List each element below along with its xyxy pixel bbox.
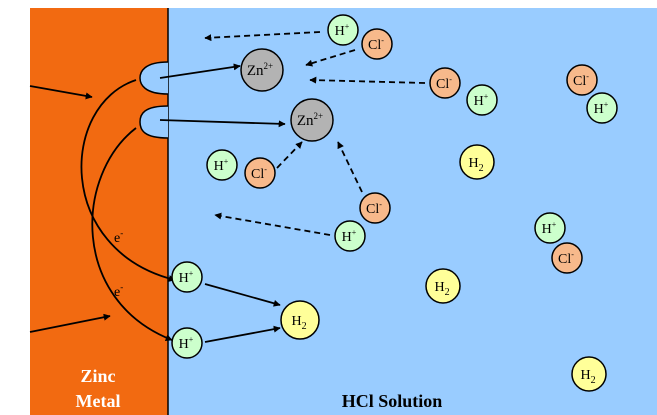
cl-minus-ion-circle bbox=[429, 67, 461, 99]
h-plus-ion: H+ bbox=[171, 261, 203, 293]
h-plus-ion-circle bbox=[466, 84, 498, 116]
h2-molecule: H2 bbox=[571, 356, 607, 392]
cl-minus-ion: Cl- bbox=[551, 242, 583, 274]
cl-minus-ion: Cl- bbox=[359, 192, 391, 224]
cl-minus-ion-label: Cl- bbox=[251, 165, 267, 182]
h-plus-ion: H+ bbox=[586, 92, 618, 124]
cl-minus-ion-label: Cl- bbox=[558, 250, 574, 267]
h2-molecule: H2 bbox=[459, 144, 495, 180]
cl-minus-ion-circle bbox=[551, 242, 583, 274]
h-plus-ion-circle bbox=[206, 149, 238, 181]
cl-minus-ion: Cl- bbox=[244, 157, 276, 189]
h-plus-ion-label: H+ bbox=[179, 335, 194, 352]
cl-minus-ion-circle bbox=[361, 28, 393, 60]
electron-path-upper bbox=[80, 79, 176, 282]
zinc-ion-label: Zn2+ bbox=[297, 111, 323, 129]
dashed-arrows bbox=[204, 31, 426, 236]
dashed-arrow-hcl-top bbox=[204, 31, 321, 42]
zinc-ion: Zn2+ bbox=[290, 98, 334, 142]
zinc-ion-circle bbox=[290, 98, 334, 142]
h-plus-ion: H+ bbox=[466, 84, 498, 116]
h-plus-ion-circle bbox=[334, 220, 366, 252]
svg-text:e-: e- bbox=[114, 228, 123, 246]
h2-molecule-label: H2 bbox=[434, 280, 449, 298]
h2-molecule-circle bbox=[280, 300, 320, 340]
h-to-h2-arrow-lower bbox=[204, 325, 281, 343]
cl-minus-ion-label: Cl- bbox=[573, 72, 589, 89]
h2-molecule-circle bbox=[459, 144, 495, 180]
h-to-h2-arrow-upper bbox=[204, 283, 281, 307]
h-plus-ion-label: H+ bbox=[474, 92, 489, 109]
h2-molecule-label: H2 bbox=[291, 314, 306, 332]
h2-molecule: H2 bbox=[280, 300, 320, 340]
cl-minus-ion-label: Cl- bbox=[368, 36, 384, 53]
h-plus-ion-circle bbox=[327, 14, 359, 46]
cl-minus-ion: Cl- bbox=[566, 64, 598, 96]
metal-label-line2: Metal bbox=[76, 391, 121, 411]
cl-minus-ion-circle bbox=[244, 157, 276, 189]
h2-molecule-label: H2 bbox=[580, 368, 595, 386]
h2-molecule: H2 bbox=[425, 268, 461, 304]
dashed-arrow-cl-to-zn-mid bbox=[309, 76, 426, 84]
h-plus-ion-label: H+ bbox=[542, 220, 557, 237]
cl-minus-ion-label: Cl- bbox=[436, 75, 452, 92]
zn-release-arrow-lower bbox=[159, 119, 286, 128]
metal-pit-upper bbox=[139, 61, 169, 95]
electron-path-lower bbox=[91, 127, 173, 341]
h2-molecule-circle bbox=[571, 356, 607, 392]
electron-label-upper: e- bbox=[114, 228, 123, 246]
zinc-ion: Zn2+ bbox=[240, 48, 284, 92]
h-plus-ion-label: H+ bbox=[214, 157, 229, 174]
h-plus-ion: H+ bbox=[206, 149, 238, 181]
zinc-ion-circle bbox=[240, 48, 284, 92]
h-plus-ion-label: H+ bbox=[179, 269, 194, 286]
zn-release-arrow-upper bbox=[159, 63, 241, 79]
h-plus-ion: H+ bbox=[534, 212, 566, 244]
zinc-ion-label: Zn2+ bbox=[247, 61, 273, 79]
h-plus-ion-label: H+ bbox=[335, 22, 350, 39]
metal-pit-lower bbox=[139, 105, 169, 139]
solution-label: HCl Solution bbox=[342, 391, 443, 411]
metal-label-line1: Zinc bbox=[80, 366, 115, 386]
h-plus-ion: H+ bbox=[327, 14, 359, 46]
h2-molecule-label: H2 bbox=[468, 156, 483, 174]
h-plus-ion-circle bbox=[171, 327, 203, 359]
cl-minus-ion-circle bbox=[359, 192, 391, 224]
h-plus-ion-label: H+ bbox=[594, 100, 609, 117]
h-plus-ion-circle bbox=[534, 212, 566, 244]
incoming-arrow-top bbox=[29, 85, 93, 100]
electron-label-lower: e- bbox=[114, 282, 123, 300]
h-plus-ion: H+ bbox=[334, 220, 366, 252]
incoming-arrow-bottom bbox=[29, 313, 111, 333]
cl-minus-ion-label: Cl- bbox=[366, 200, 382, 217]
h-plus-ion-circle bbox=[586, 92, 618, 124]
h-plus-ion-circle bbox=[171, 261, 203, 293]
h-plus-ion: H+ bbox=[171, 327, 203, 359]
h-plus-ion-label: H+ bbox=[342, 228, 357, 245]
svg-text:e-: e- bbox=[114, 282, 123, 300]
h2-molecule-circle bbox=[425, 268, 461, 304]
cl-minus-ion-circle bbox=[566, 64, 598, 96]
cl-minus-ion: Cl- bbox=[361, 28, 393, 60]
cl-minus-ion: Cl- bbox=[429, 67, 461, 99]
dashed-arrow-cl-to-zn-top bbox=[305, 49, 356, 67]
dashed-arrow-cl-to-zn-left bbox=[276, 141, 303, 169]
